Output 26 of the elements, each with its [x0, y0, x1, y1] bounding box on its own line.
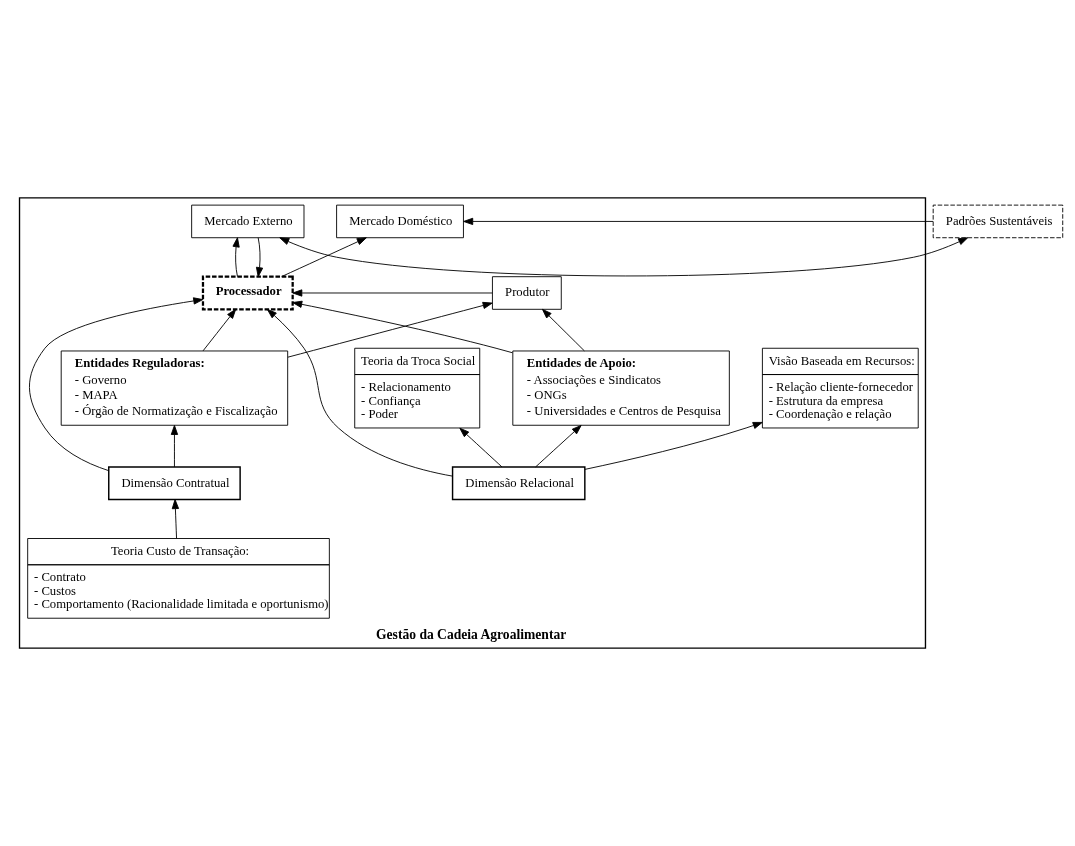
- node-box: Dimensão Contratual: [108, 466, 241, 501]
- arrow: [541, 308, 585, 352]
- arrow: [287, 301, 493, 358]
- arrow: [292, 300, 513, 354]
- node-box: Mercado Externo: [191, 204, 305, 239]
- arrow: [29, 297, 204, 472]
- arrow: [171, 499, 179, 539]
- arrow: [279, 237, 969, 277]
- arrow: [459, 427, 503, 468]
- node-box: Padrões Sustentáveis: [932, 204, 1064, 239]
- node-box: Entidades de Apoio: - Associações e Sindicatos - ONGs - Universidades e Centros de Pesquisa: [512, 350, 730, 426]
- node-box: Dimensão Relacional: [451, 466, 586, 501]
- arrow: [292, 289, 493, 297]
- arrow: [170, 424, 179, 468]
- arrow: [232, 237, 240, 278]
- node-box: Produtor: [491, 276, 562, 310]
- arrow: [535, 424, 582, 468]
- arrow: [281, 237, 367, 278]
- arrow: [202, 308, 237, 352]
- arrow: [463, 217, 934, 226]
- node-box: Mercado Doméstico: [336, 204, 464, 239]
- node-box: Processador: [201, 275, 294, 311]
- arrow: [266, 309, 453, 477]
- node-box: Entidades Reguladoras: - Governo - MAPA - Órgão de Normatização e Fiscalização: [60, 350, 289, 426]
- arrow: [255, 237, 264, 278]
- arrow: [584, 421, 763, 470]
